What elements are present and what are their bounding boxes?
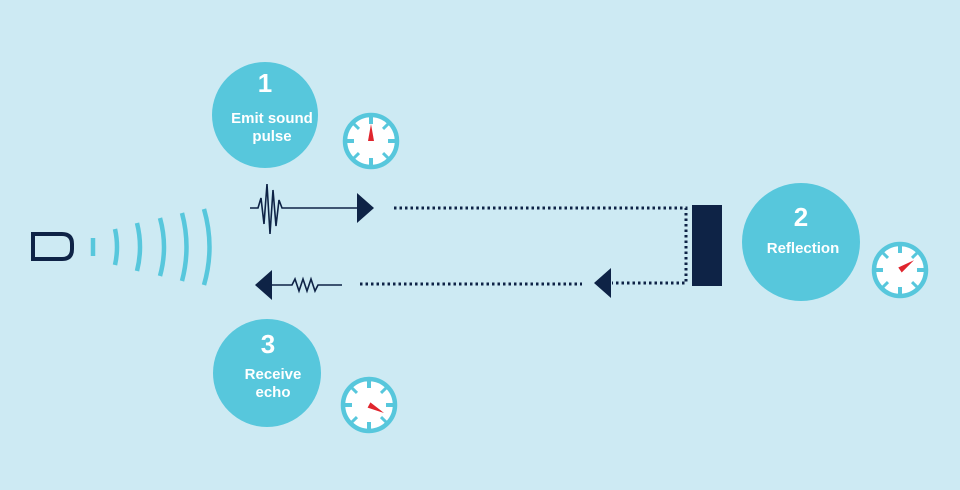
echo-waveform xyxy=(272,276,342,294)
timer-needle xyxy=(898,260,914,273)
timer-tick xyxy=(379,386,388,395)
arrowhead-left xyxy=(255,270,272,300)
step-1-number: 1 xyxy=(258,68,272,98)
echo-return-arrow xyxy=(255,270,342,300)
sensor-icon xyxy=(31,232,74,261)
sound-waves-icon xyxy=(90,208,212,286)
timer-needle xyxy=(368,124,374,141)
timer-tick xyxy=(881,251,890,260)
timer-tick xyxy=(881,280,890,289)
wave-6 xyxy=(201,208,212,286)
outgoing-pulse-arrow xyxy=(250,183,374,235)
timer-tick xyxy=(352,122,361,131)
wave-3 xyxy=(134,222,143,272)
step-2-circle: 2 Reflection xyxy=(742,183,860,301)
timer-3-icon xyxy=(340,376,398,434)
wave-4 xyxy=(157,217,167,277)
timer-tick xyxy=(352,151,361,160)
step-2-number: 2 xyxy=(794,202,808,232)
timer-1-icon xyxy=(342,112,400,170)
timer-tick xyxy=(381,122,390,131)
timer-tick xyxy=(379,415,388,424)
step-3-label-line1: Receive xyxy=(245,366,302,383)
wave-5 xyxy=(179,212,189,282)
timer-tick xyxy=(910,280,919,289)
pulse-waveform xyxy=(250,183,357,235)
step-1-label-line2: pulse xyxy=(252,128,291,145)
timer-tick xyxy=(350,415,359,424)
timer-tick xyxy=(910,251,919,260)
timer-tick xyxy=(350,386,359,395)
timer-tick xyxy=(381,151,390,160)
step-1-label-line1: Emit sound xyxy=(231,110,313,127)
arrowhead-right xyxy=(357,193,374,223)
dotted-travel-path xyxy=(394,206,688,285)
step-2-label-line1: Reflection xyxy=(767,240,840,257)
reflecting-wall xyxy=(692,205,722,286)
wave-2 xyxy=(112,228,120,266)
step-3-circle: 3 Receive echo xyxy=(213,319,321,427)
timer-2-icon xyxy=(871,241,929,299)
step-3-number: 3 xyxy=(261,329,275,359)
timer-needle xyxy=(367,402,385,413)
step-3-label-line2: echo xyxy=(255,384,290,401)
arrowhead-left-mid xyxy=(594,268,611,298)
step-1-circle: 1 Emit sound pulse xyxy=(212,62,318,168)
